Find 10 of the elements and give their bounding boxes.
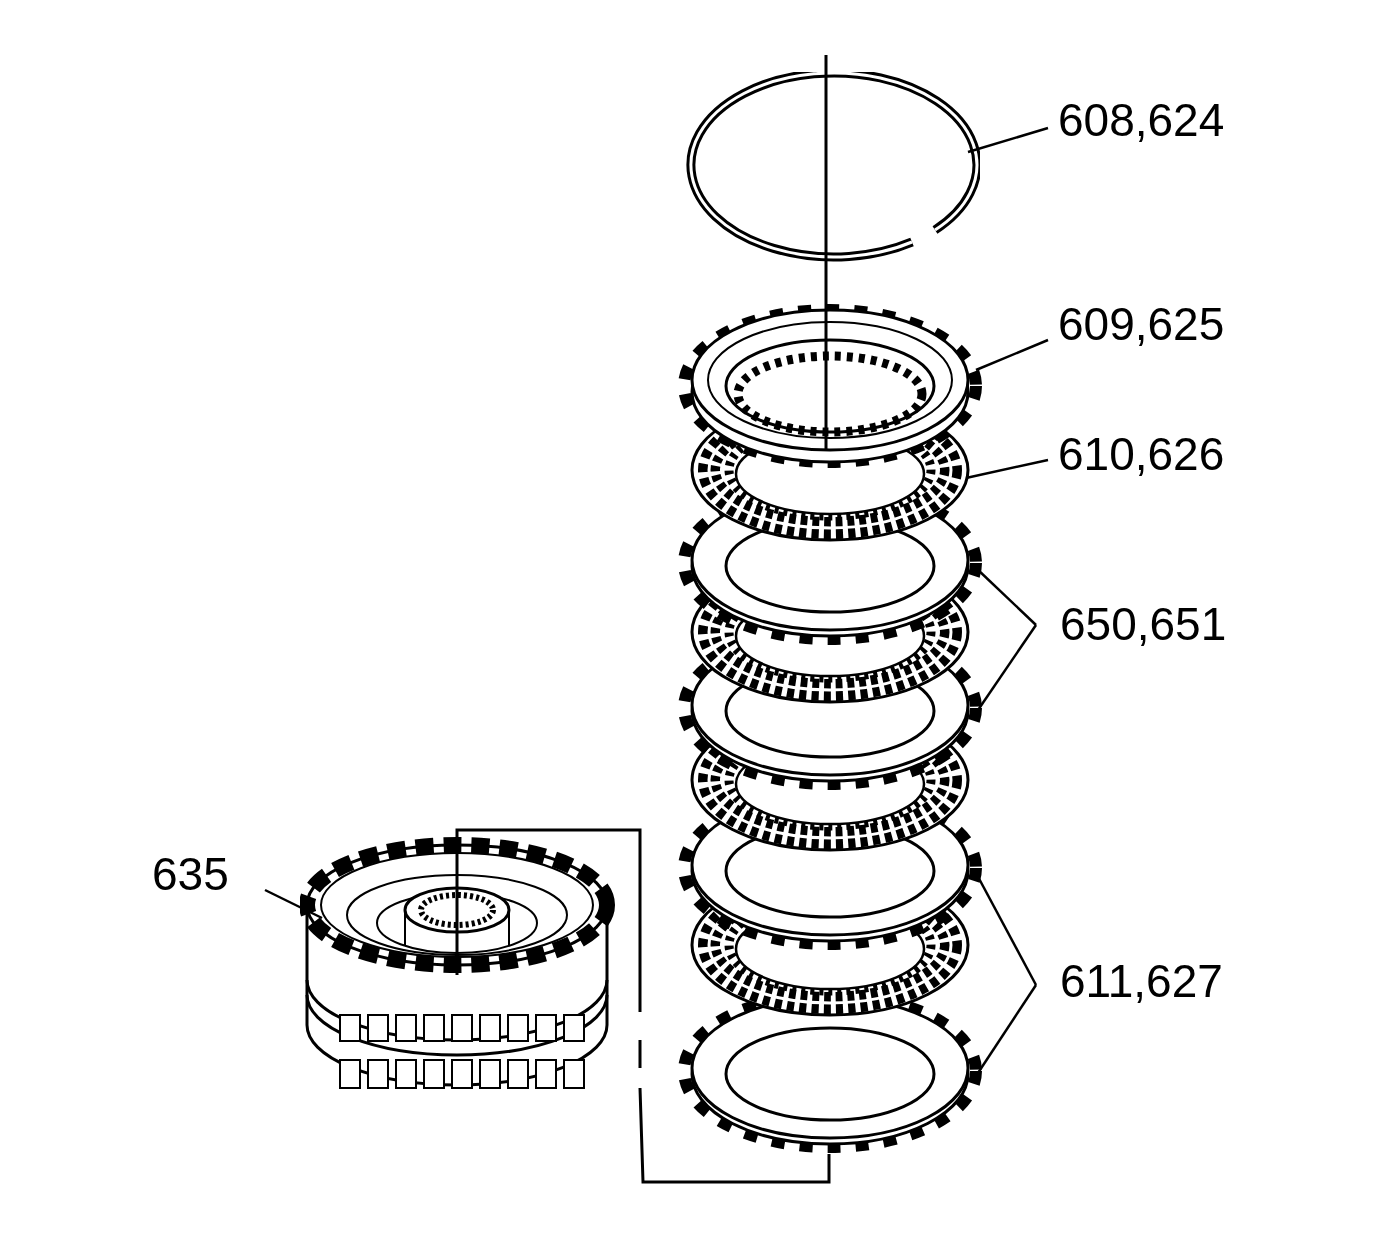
leader-line — [264, 888, 323, 920]
callout-number: 635 — [152, 848, 229, 900]
callout-number: 650,651 — [1060, 598, 1227, 650]
leader-line — [965, 458, 1049, 480]
callout-number: 608,624 — [1058, 94, 1225, 146]
callout-number: 609,625 — [1058, 298, 1225, 350]
leader-line — [967, 126, 1049, 154]
leader-line — [975, 338, 1049, 372]
callout-number: 610,626 — [1058, 428, 1225, 480]
callout-number: 611,627 — [1060, 955, 1223, 1007]
